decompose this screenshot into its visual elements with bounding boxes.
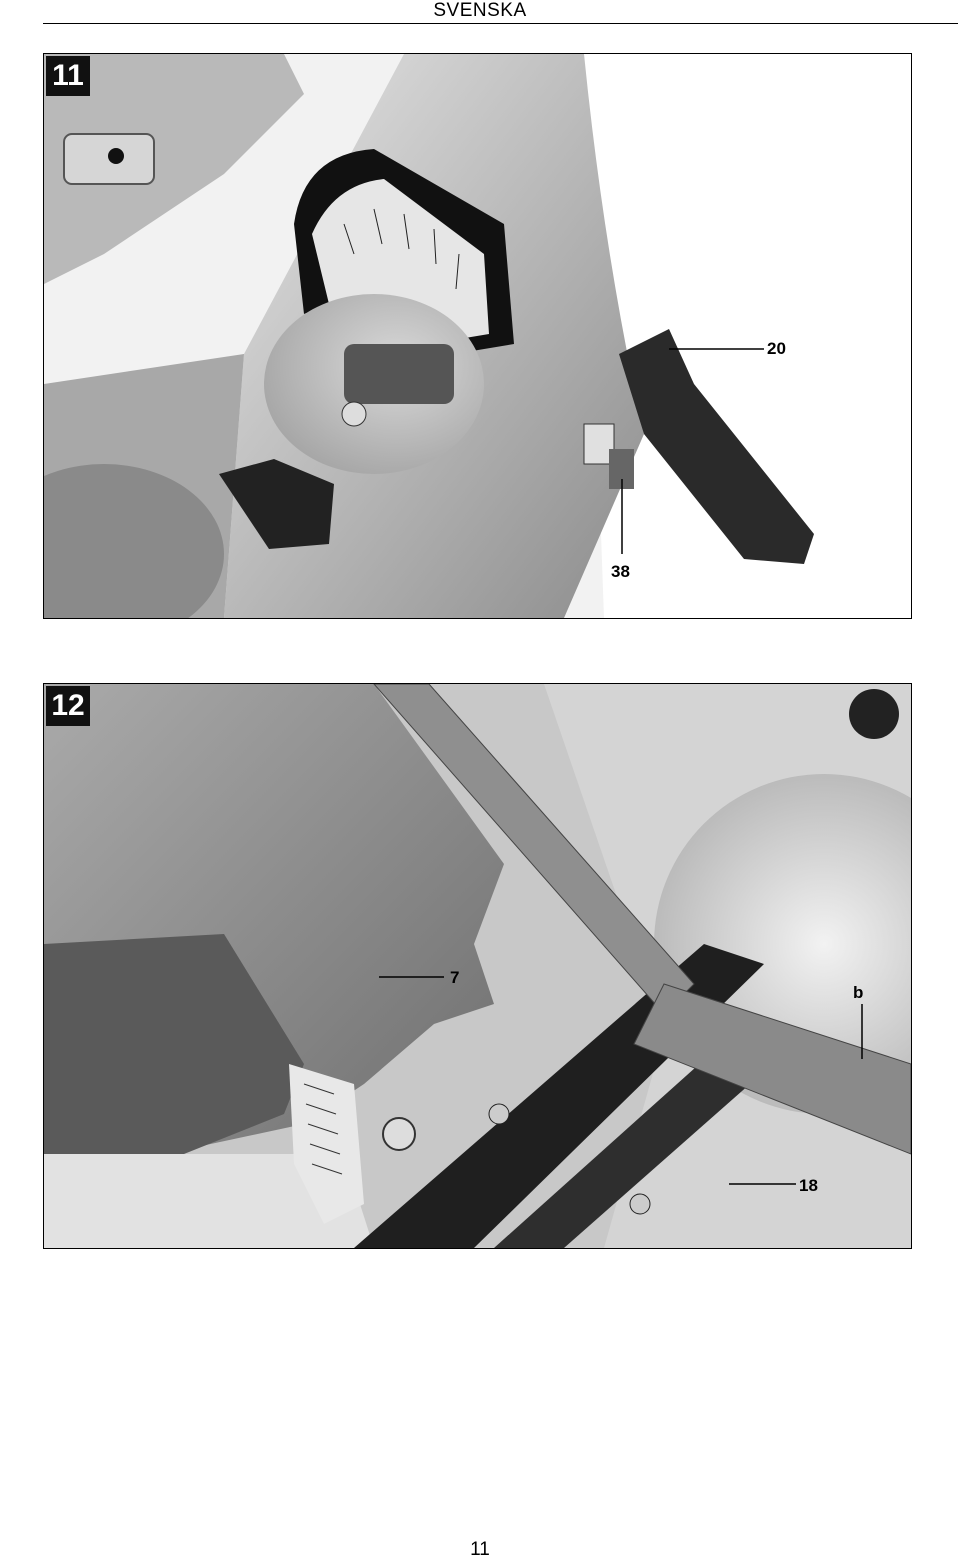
figure-12-number: 12 [46, 686, 90, 726]
callout-38: 38 [611, 562, 630, 581]
figure-11-photo [44, 54, 911, 618]
header-rule [43, 23, 958, 24]
figure-12: 12 7 b 18 [43, 683, 912, 1249]
page-header-title: SVENSKA [433, 0, 527, 21]
callout-7: 7 [450, 968, 460, 987]
callout-20: 20 [767, 339, 786, 358]
figure-11-number: 11 [46, 56, 90, 96]
callout-b: b [853, 983, 864, 1002]
figure-11: 11 20 38 [43, 53, 912, 619]
figure-12-photo [44, 684, 911, 1248]
callout-18: 18 [799, 1176, 818, 1195]
page-number: 11 [470, 1539, 490, 1560]
